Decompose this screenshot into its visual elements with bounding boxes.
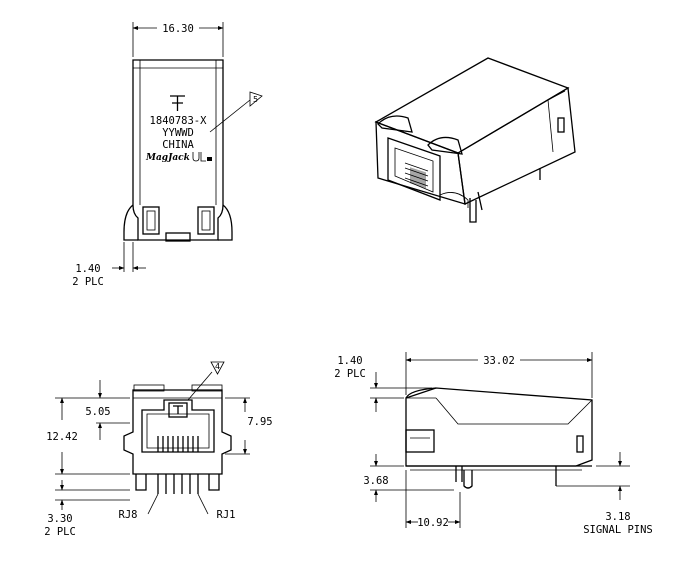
side-view-slot — [576, 435, 584, 453]
iso-led-left — [377, 115, 413, 133]
dim-width: 16.30 — [162, 23, 194, 35]
dim-opening: 7.95 — [247, 416, 272, 428]
dim-post: 10.92 — [417, 517, 449, 529]
te-logo-icon — [170, 95, 185, 111]
ul-mark-icon — [192, 152, 212, 162]
iso-front-face — [375, 121, 466, 205]
dim-signal-note: SIGNAL PINS — [583, 524, 653, 536]
dim-tab: 5.05 — [85, 406, 110, 418]
note-flag-4-icon — [210, 361, 225, 375]
note-flag-5: 5 — [253, 95, 258, 104]
front-view-jack-opening — [141, 399, 215, 453]
marking-line-2: YYWWD — [162, 127, 194, 139]
marking-line-3: CHINA — [162, 139, 194, 151]
front-view-body — [123, 389, 232, 475]
dim-flange-top: 1.40 — [75, 263, 100, 275]
dim-flange-top-note: 2 PLC — [72, 276, 104, 288]
dim-pin-offset: 3.30 — [47, 513, 72, 525]
iso-led-right — [427, 136, 463, 155]
top-view-tab-left — [142, 206, 160, 235]
dim-flange-side: 1.40 — [337, 355, 362, 367]
label-rj1: RJ1 — [217, 509, 236, 521]
top-view-latch — [165, 232, 191, 242]
brand-logo: MagJack — [145, 153, 190, 163]
front-view-post-left — [135, 474, 147, 491]
iso-side-slot — [557, 117, 565, 133]
side-view: 33.02 1.40 2 PLC 3.68 10.92 3.18 SIGNAL … — [334, 352, 653, 536]
front-view-post-right — [208, 474, 220, 491]
top-view: 1840783-X YYWWD CHINA MagJack 5 16.30 1.… — [72, 22, 263, 288]
dim-height: 12.42 — [46, 431, 78, 443]
note-flag-4: 4 — [215, 362, 220, 371]
side-view-tab — [405, 429, 435, 453]
note-flag-5-icon — [249, 91, 263, 107]
dim-pin-offset-note: 2 PLC — [44, 526, 76, 538]
dim-flange-side-note: 2 PLC — [334, 368, 366, 380]
front-view-latch-tab — [168, 402, 188, 418]
iso-side-face — [457, 86, 576, 205]
iso-port-opening — [387, 137, 441, 201]
side-view-post-left — [455, 466, 463, 482]
front-view: 4 12.42 5.05 7.95 3.30 2 PLC RJ8 RJ1 — [44, 361, 273, 538]
side-view-post-right — [463, 470, 473, 489]
side-view-body — [405, 387, 593, 467]
top-view-tab-right — [197, 206, 215, 235]
label-rj8: RJ8 — [119, 509, 138, 521]
marking-line-1: 1840783-X — [150, 115, 208, 127]
top-view-flange-left — [123, 204, 138, 241]
dim-signal: 3.18 — [605, 511, 630, 523]
isometric-view — [374, 57, 576, 223]
top-view-flange-right — [218, 204, 233, 241]
dim-standoff: 3.68 — [363, 475, 388, 487]
front-view-contacts — [157, 436, 199, 452]
dim-length: 33.02 — [483, 355, 515, 367]
